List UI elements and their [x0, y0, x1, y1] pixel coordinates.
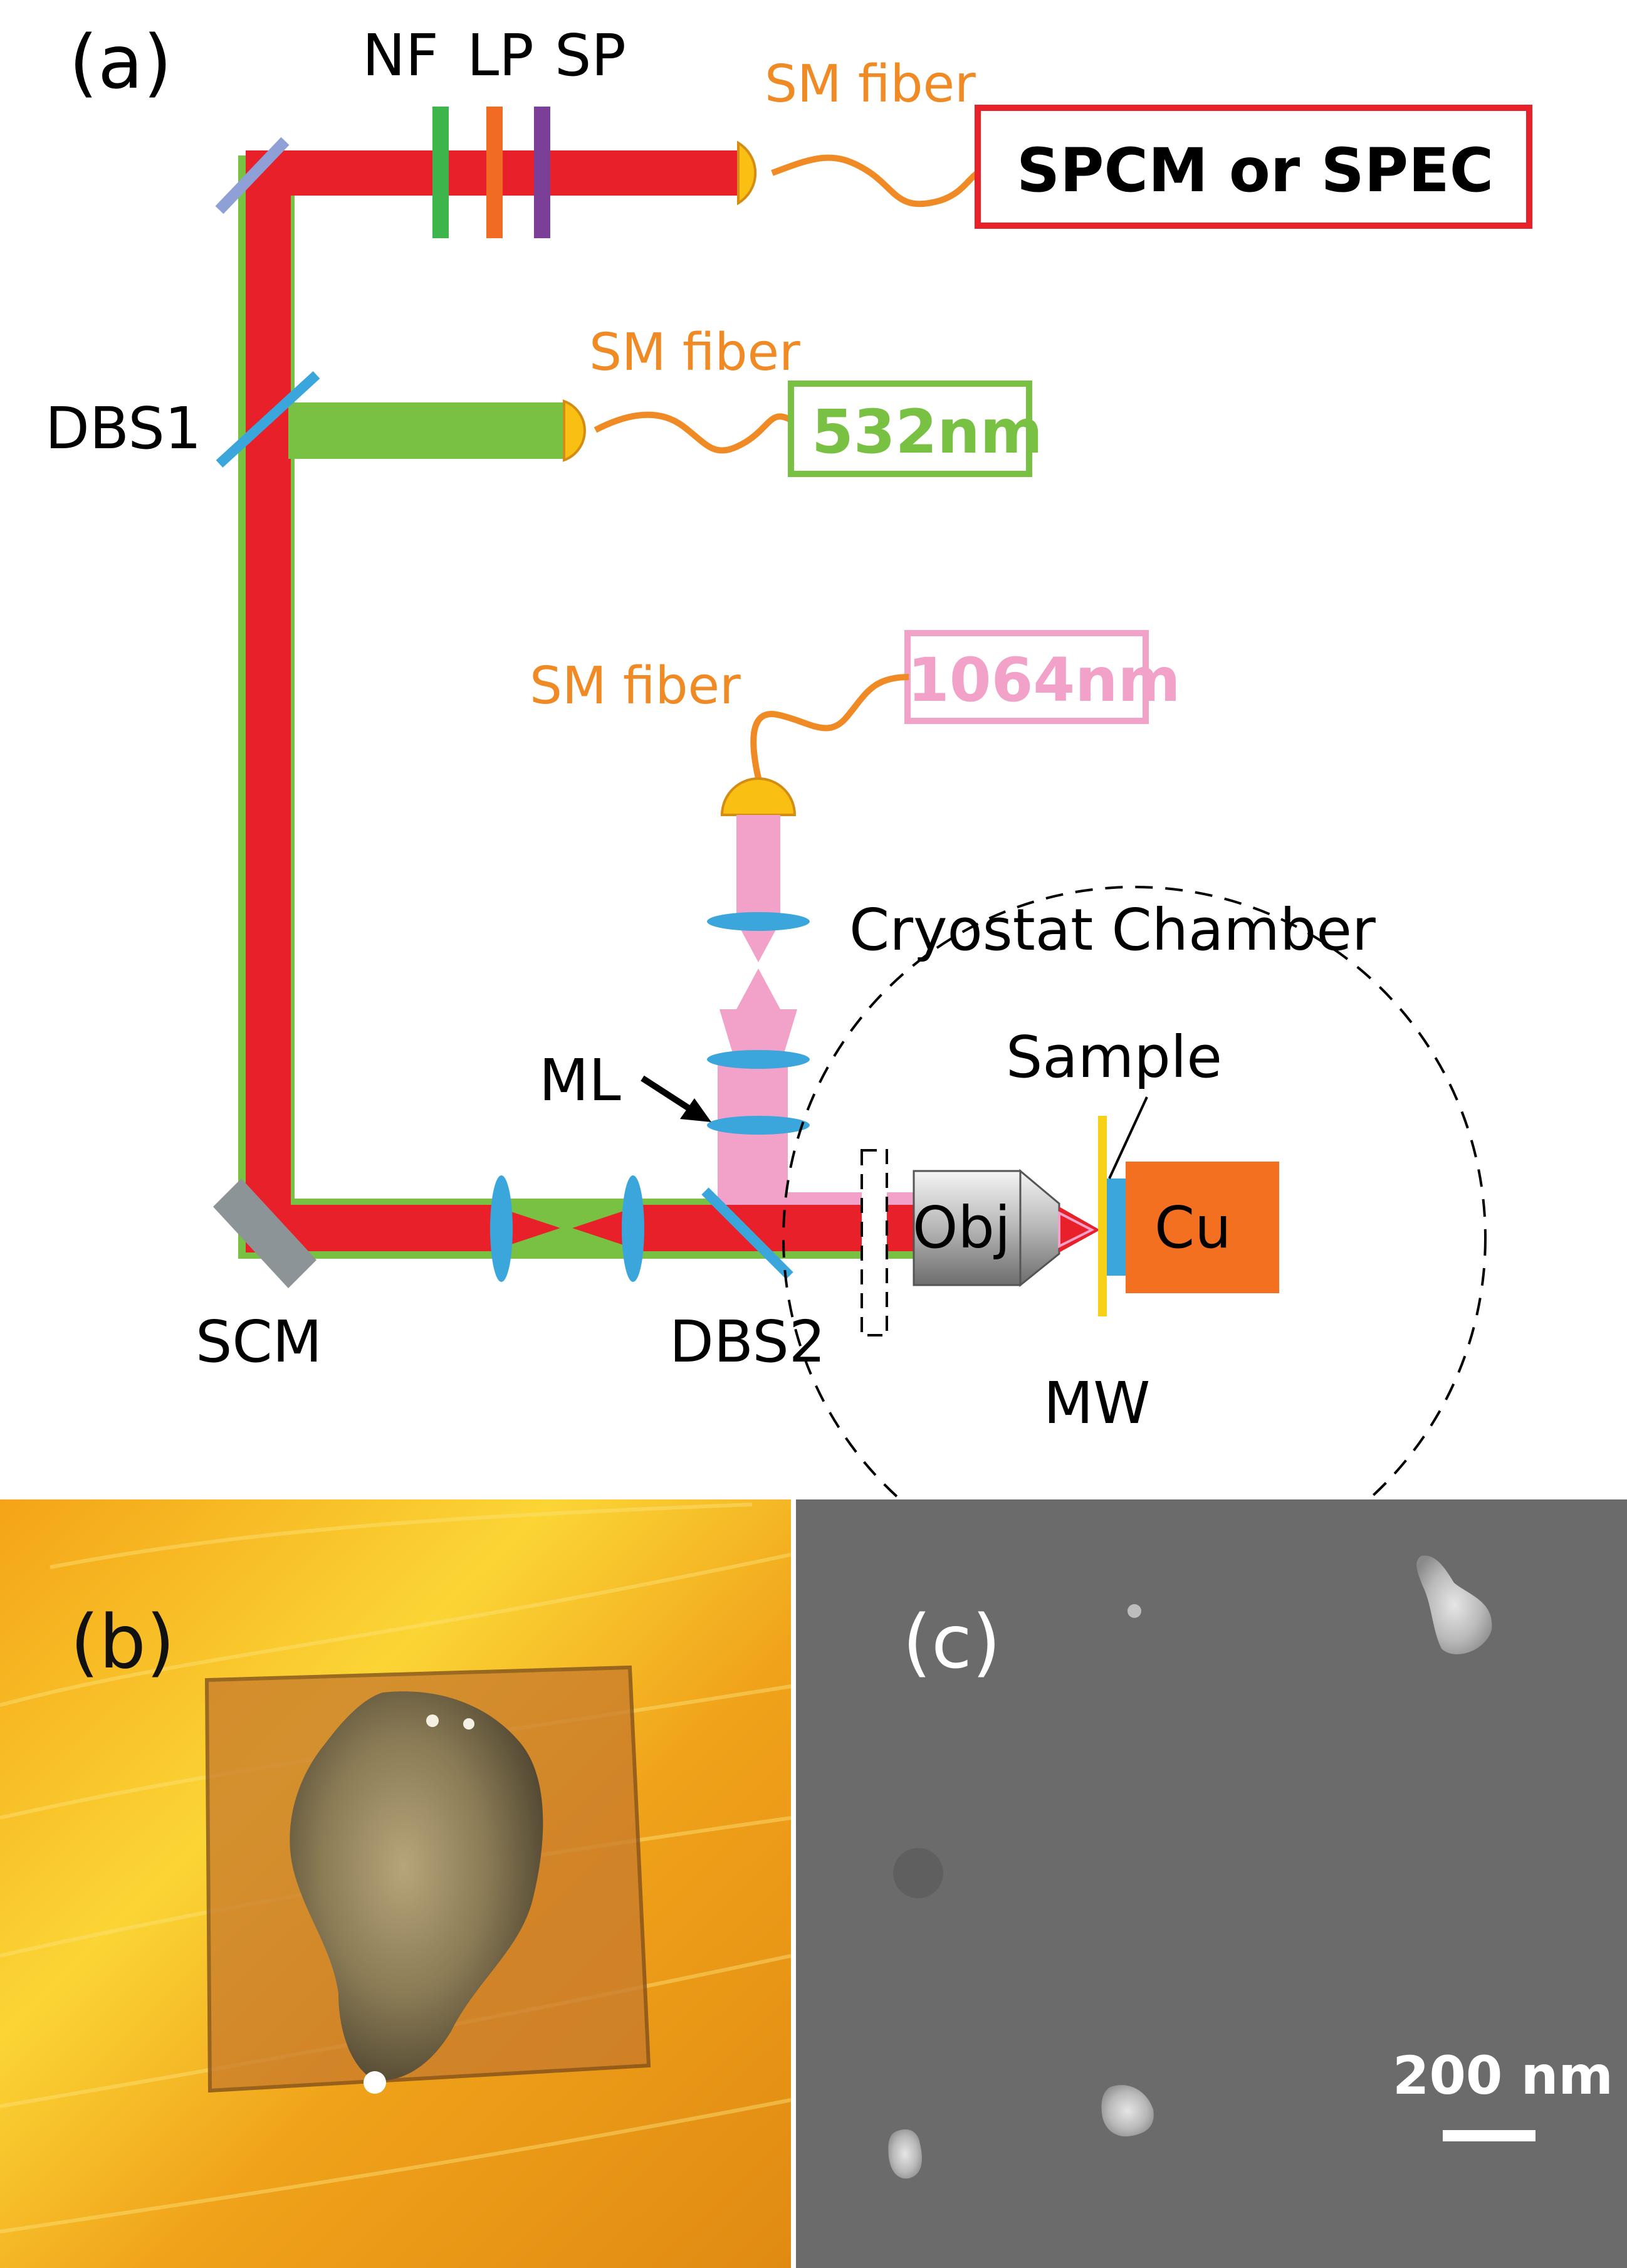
panel-b: (b) [0, 1499, 792, 2268]
relay-lens-left [490, 1175, 513, 1282]
ir-fiber-coupler [720, 777, 797, 816]
scm-mirror [213, 1179, 317, 1288]
sample-pointer [1108, 1096, 1148, 1179]
dbs1-label: DBS1 [45, 395, 201, 462]
dbs1-splitter [216, 371, 320, 468]
spcm-box-text: SPCM or SPEC [1017, 135, 1494, 206]
scale-bar-label: 200 nm [1393, 2045, 1613, 2106]
panel-b-label: (b) [70, 1599, 175, 1685]
ir-fiber-label: SM fiber [530, 656, 741, 716]
top-fiber-label: SM fiber [765, 55, 976, 114]
relay-lens-right [622, 1175, 644, 1282]
ir-lens-top [707, 912, 810, 931]
mw-line [1098, 1116, 1107, 1316]
green-fiber [594, 411, 795, 454]
laser-532-box [788, 381, 1032, 477]
copper-label: Cu [1154, 1194, 1232, 1261]
sp-label: SP [555, 22, 626, 89]
ml-label: ML [539, 1047, 621, 1114]
nf-label: NF [362, 22, 439, 89]
sem-dark-spot [893, 1848, 943, 1898]
ir-lens-middle [707, 1050, 810, 1069]
laser-532-text: 532nm [812, 397, 1043, 467]
lp-label: LP [467, 22, 534, 89]
nf-filter [432, 107, 449, 238]
sample-label: Sample [1006, 1024, 1222, 1091]
sp-filter [534, 107, 550, 238]
green-fiber-coupler [563, 399, 586, 462]
laser-1064-box [904, 630, 1149, 724]
flake-particle-1 [426, 1714, 439, 1727]
top-fiber-coupler [737, 140, 757, 206]
cryostat-label: Cryostat Chamber [849, 896, 1376, 963]
sample-flake [290, 1691, 543, 2081]
ml-arrowhead [680, 1098, 711, 1122]
spcm-box [975, 105, 1532, 229]
ml-arrow [641, 1075, 698, 1116]
laser-1064-text: 1064nm [908, 645, 1181, 715]
top-mirror [215, 137, 290, 214]
green-fiber-label: SM fiber [589, 323, 800, 382]
panel-c: (c) 200 nm [796, 1499, 1627, 2268]
cryostat-window [861, 1149, 888, 1336]
objective [913, 1168, 1100, 1288]
scm-label: SCM [196, 1308, 322, 1375]
ir-lens-ml [707, 1116, 810, 1135]
flake-highlight [364, 2071, 386, 2094]
panel-a-label: (a) [69, 19, 172, 105]
flake-particle-2 [463, 1718, 474, 1730]
panel-c-label: (c) [902, 1599, 1001, 1685]
dbs2-splitter [701, 1187, 793, 1279]
scale-bar [1443, 2130, 1535, 2141]
top-fiber [771, 154, 1016, 207]
objective-label: Obj [913, 1194, 1010, 1261]
mw-label: MW [1044, 1370, 1150, 1437]
dbs2-label: DBS2 [669, 1308, 825, 1375]
sem-particle-top-right [1416, 1555, 1492, 1654]
sem-particle-bottom-center [1101, 2085, 1154, 2137]
lp-filter [486, 107, 503, 238]
sem-particle-bottom-left [888, 2129, 922, 2179]
panel-a: (a) NF LP SP SM fiber SPCM or SPEC [45, 19, 1532, 1590]
green-beam-arm [288, 402, 564, 459]
sem-particle-small [1127, 1604, 1141, 1618]
ir-fiber [750, 674, 909, 785]
copper-block [1126, 1162, 1279, 1293]
sample-layer [1107, 1179, 1126, 1276]
